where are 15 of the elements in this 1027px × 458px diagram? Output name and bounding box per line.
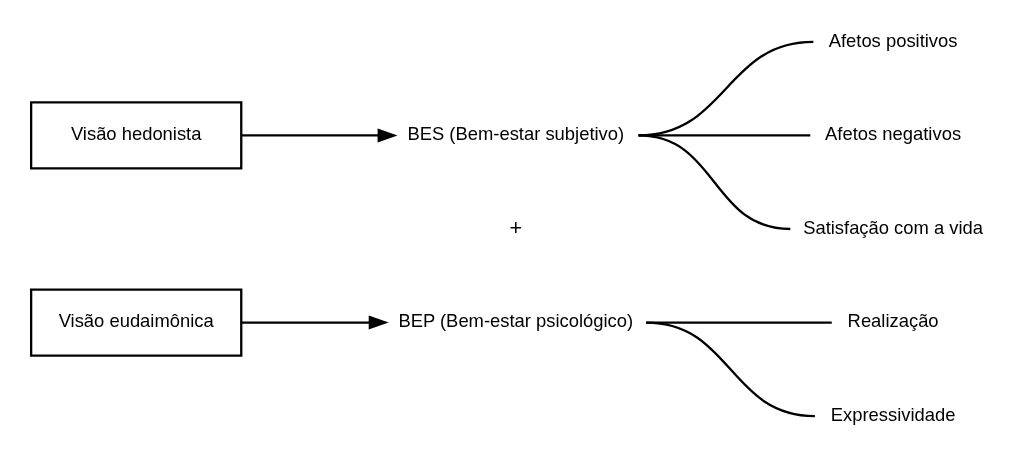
connector [646,321,832,324]
label: + [509,215,523,240]
node-text: Afetos negativos [825,123,962,145]
arrow [241,128,398,143]
connector [646,321,815,418]
node-text: BES (Bem-estar subjetivo) [407,123,625,145]
node-text: Afetos positivos [828,29,958,51]
arrow [241,315,389,330]
connector [638,134,791,231]
node-box: Visão eudaimônica [30,288,243,357]
node-text: Expressividade [830,403,956,425]
node-box: Visão hedonista [30,101,243,170]
node-text: Satisfação com a vida [803,216,984,238]
node-text: Realização [847,310,939,332]
node-text: BEP (Bem-estar psicológico) [398,310,634,332]
